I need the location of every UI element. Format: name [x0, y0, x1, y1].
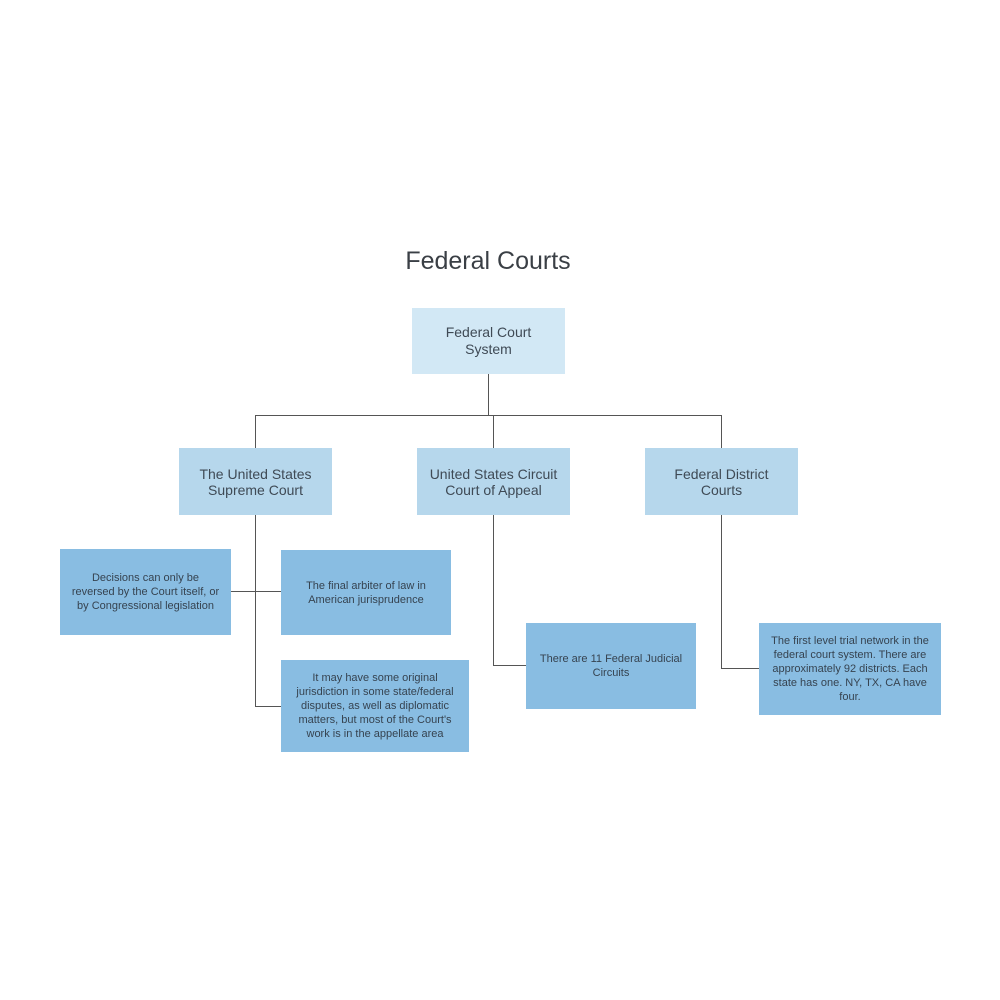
note-judicial-circuits: There are 11 Federal Judicial Circuits [526, 623, 696, 709]
branch-node-district-courts: Federal District Courts [645, 448, 798, 515]
note-arbiter-text: The final arbiter of law in American jur… [306, 579, 426, 606]
note-trial-network: The first level trial network in the fed… [759, 623, 941, 715]
district-courts-label: Federal District Courts [674, 465, 769, 498]
root-node-federal-court-system: Federal Court System [412, 308, 565, 374]
note-original-jurisdiction: It may have some original jurisdiction i… [281, 660, 469, 752]
branch-node-supreme-court: The United States Supreme Court [179, 448, 332, 515]
note-circuits-text: There are 11 Federal Judicial Circuits [539, 653, 683, 679]
note-decisions-reversal: Decisions can only be reversed by the Co… [60, 549, 231, 635]
diagram-title: Federal Courts [405, 247, 571, 275]
branch-node-circuit-court: United States Circuit Court of Appeal [417, 448, 570, 515]
note-final-arbiter: The final arbiter of law in American jur… [281, 550, 451, 635]
note-trial-text: The first level trial network in the fed… [771, 635, 929, 703]
note-decisions-text: Decisions can only be reversed by the Co… [71, 572, 220, 612]
root-node-label: Federal Court System [445, 324, 532, 357]
note-original-text: It may have some original jurisdiction i… [296, 672, 454, 740]
supreme-court-label: The United States Supreme Court [199, 465, 312, 498]
circuit-court-label: United States Circuit Court of Appeal [429, 465, 558, 498]
